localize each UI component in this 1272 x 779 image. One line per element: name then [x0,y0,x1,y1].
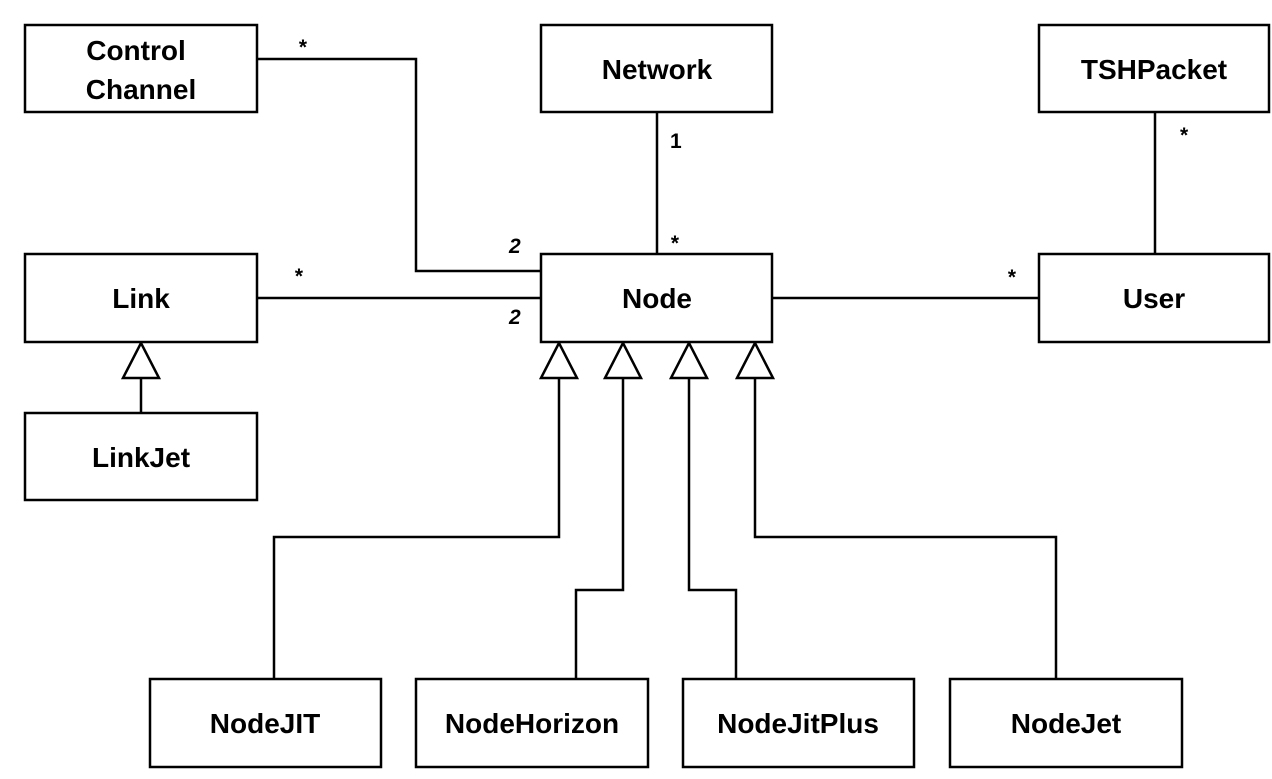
class-label: Node [622,283,692,314]
generalization-nodejit-node [272,378,561,679]
class-label: Control [86,35,186,66]
class-link: Link [23,252,259,344]
class-tshpacket: TSHPacket [1037,23,1271,114]
multiplicity-label: 2 [508,306,521,329]
class-network: Network [539,23,774,114]
inheritance-triangle-link [120,340,162,380]
class-label: NodeJIT [210,708,320,739]
class-nodejet: NodeJet [948,677,1184,769]
inheritance-triangle-node-4 [734,340,776,380]
multiplicity-label: 1 [670,130,682,153]
class-label: NodeJitPlus [717,708,879,739]
class-label: Network [602,54,713,85]
inheritance-triangle-node-2 [602,340,644,380]
inheritance-triangle-node-3 [668,340,710,380]
class-nodejit: NodeJIT [148,677,383,769]
class-linkjet: LinkJet [23,411,259,502]
multiplicity-label: 2 [508,235,521,258]
class-label: User [1123,283,1185,314]
multiplicity-label: * [1007,266,1016,289]
multiplicity-label: * [1180,124,1189,147]
class-label: Channel [86,74,196,105]
class-control-channel: Control Channel [23,23,259,114]
generalization-nodejitplus-node [687,378,738,679]
generalization-nodehorizon-node [574,378,625,679]
class-nodejitplus: NodeJitPlus [681,677,916,769]
class-nodehorizon: NodeHorizon [414,677,650,769]
association-controlchannel-node [257,57,541,273]
generalization-nodejet-node [753,378,1058,679]
multiplicity-label: * [670,232,679,255]
class-user: User [1037,252,1271,344]
class-label: LinkJet [92,442,190,473]
inheritance-triangle-node-1 [538,340,580,380]
multiplicity-label: * [294,265,303,288]
class-label: NodeJet [1011,708,1121,739]
multiplicity-label: * [298,36,307,59]
class-label: Link [112,283,170,314]
class-node: Node [539,252,774,344]
class-label: TSHPacket [1081,54,1227,85]
class-label: NodeHorizon [445,708,619,739]
